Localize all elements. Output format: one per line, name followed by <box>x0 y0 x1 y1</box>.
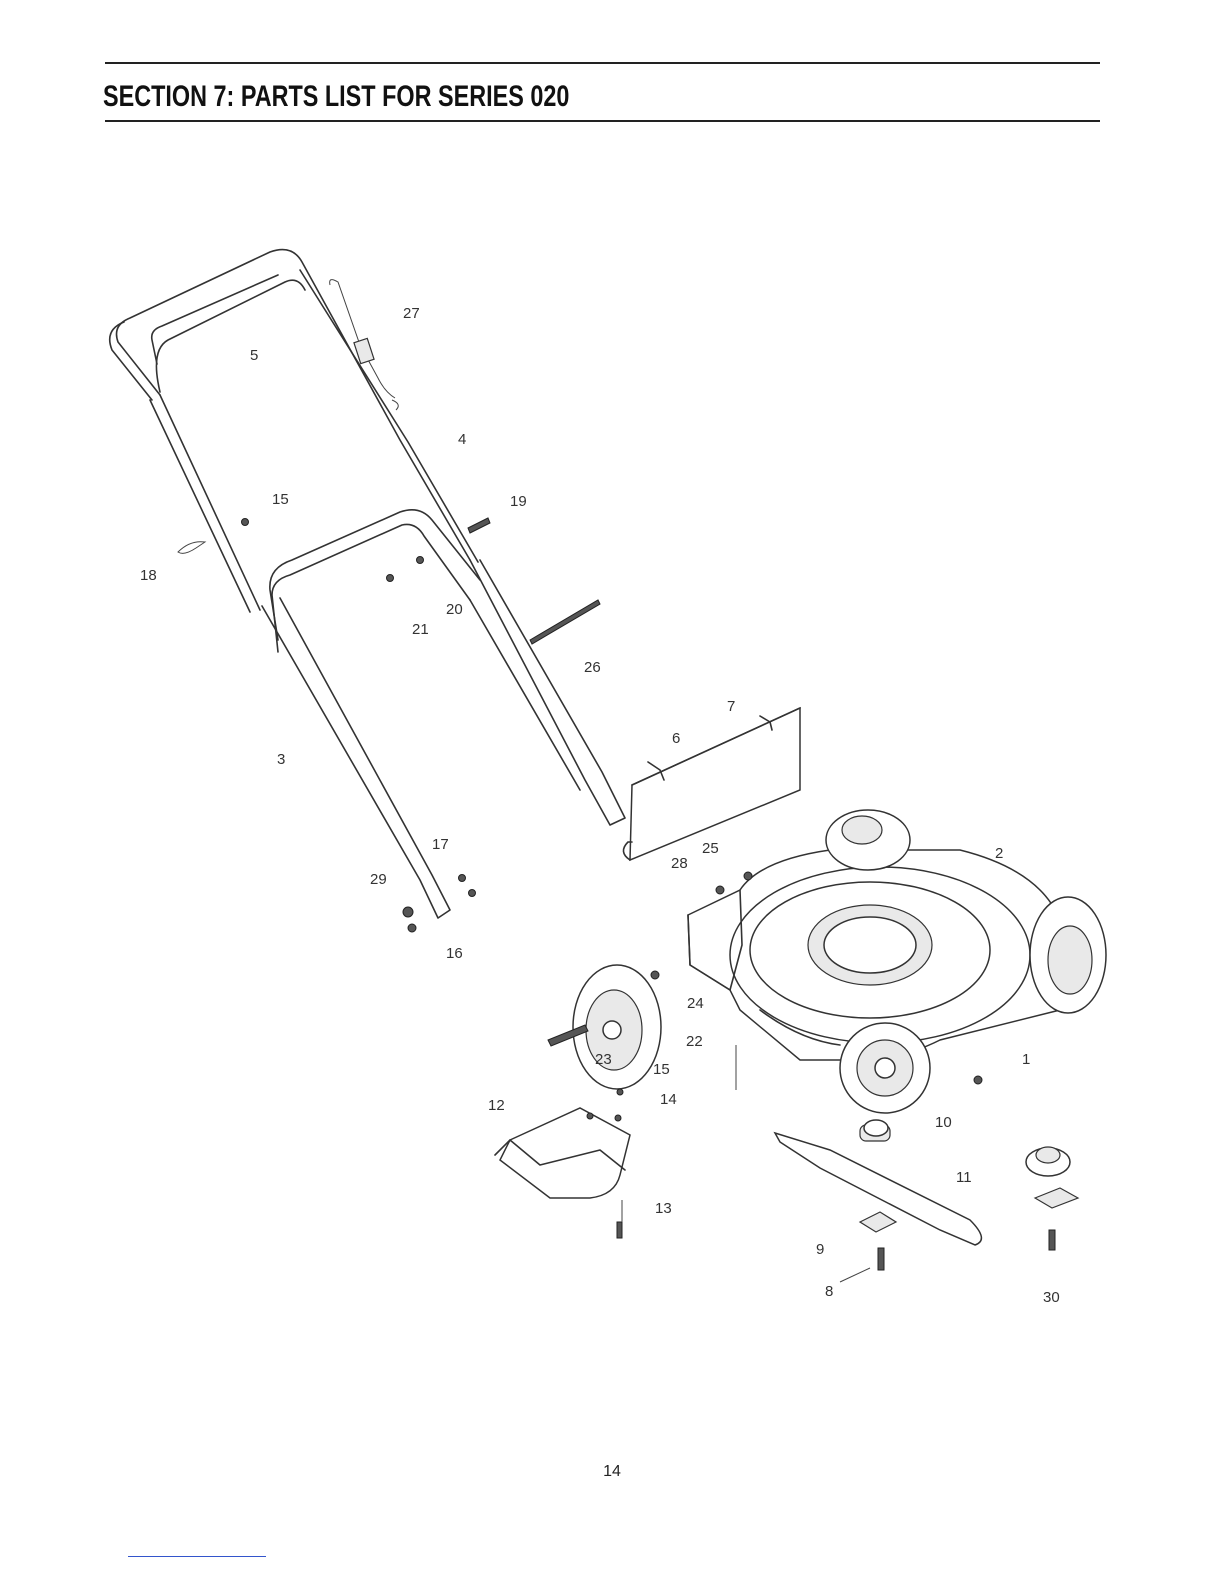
callout-14: 14 <box>660 1091 677 1108</box>
wheel-rear-right <box>1030 897 1106 1013</box>
callout-30: 30 <box>1043 1289 1060 1306</box>
callout-6: 6 <box>672 730 680 747</box>
callout-12: 12 <box>488 1097 505 1114</box>
callout-7: 7 <box>727 698 735 715</box>
callout-28: 28 <box>671 855 688 872</box>
callout-20: 20 <box>446 601 463 618</box>
callout-8: 8 <box>825 1283 833 1300</box>
lower-handle <box>262 510 625 918</box>
wheel-rear-left <box>826 810 910 870</box>
callout-4: 4 <box>458 431 466 448</box>
adapter-kit <box>1026 1147 1078 1250</box>
callout-23: 23 <box>595 1051 612 1068</box>
callout-25: 25 <box>702 840 719 857</box>
callout-24: 24 <box>687 995 704 1012</box>
callout-5: 5 <box>250 347 258 364</box>
callout-13: 13 <box>655 1200 672 1217</box>
wheel-front-right <box>840 1023 930 1113</box>
callout-10: 10 <box>935 1114 952 1131</box>
page-number: 14 <box>0 1463 1224 1481</box>
throttle-cable <box>330 280 399 410</box>
callout-29: 29 <box>370 871 387 888</box>
callout-18: 18 <box>140 567 157 584</box>
callout-2: 2 <box>995 845 1003 862</box>
callout-15-lower: 15 <box>653 1061 670 1078</box>
wheel-front-left <box>548 965 661 1089</box>
callout-22: 22 <box>686 1033 703 1050</box>
discharge-plate <box>495 1108 630 1238</box>
callout-3: 3 <box>277 751 285 768</box>
callout-9: 9 <box>816 1241 824 1258</box>
rear-deflector <box>623 708 800 860</box>
callout-21: 21 <box>412 621 429 638</box>
callout-1: 1 <box>1022 1051 1030 1068</box>
callout-27: 27 <box>403 305 420 322</box>
callout-17: 17 <box>432 836 449 853</box>
callout-11: 11 <box>956 1169 972 1186</box>
handle-hardware <box>242 518 601 932</box>
footer-line <box>128 1556 266 1557</box>
control-bar <box>156 280 305 392</box>
callout-15: 15 <box>272 491 289 508</box>
cable-tie <box>178 542 205 554</box>
callout-26: 26 <box>584 659 601 676</box>
callout-16: 16 <box>446 945 463 962</box>
callout-19: 19 <box>510 493 527 510</box>
